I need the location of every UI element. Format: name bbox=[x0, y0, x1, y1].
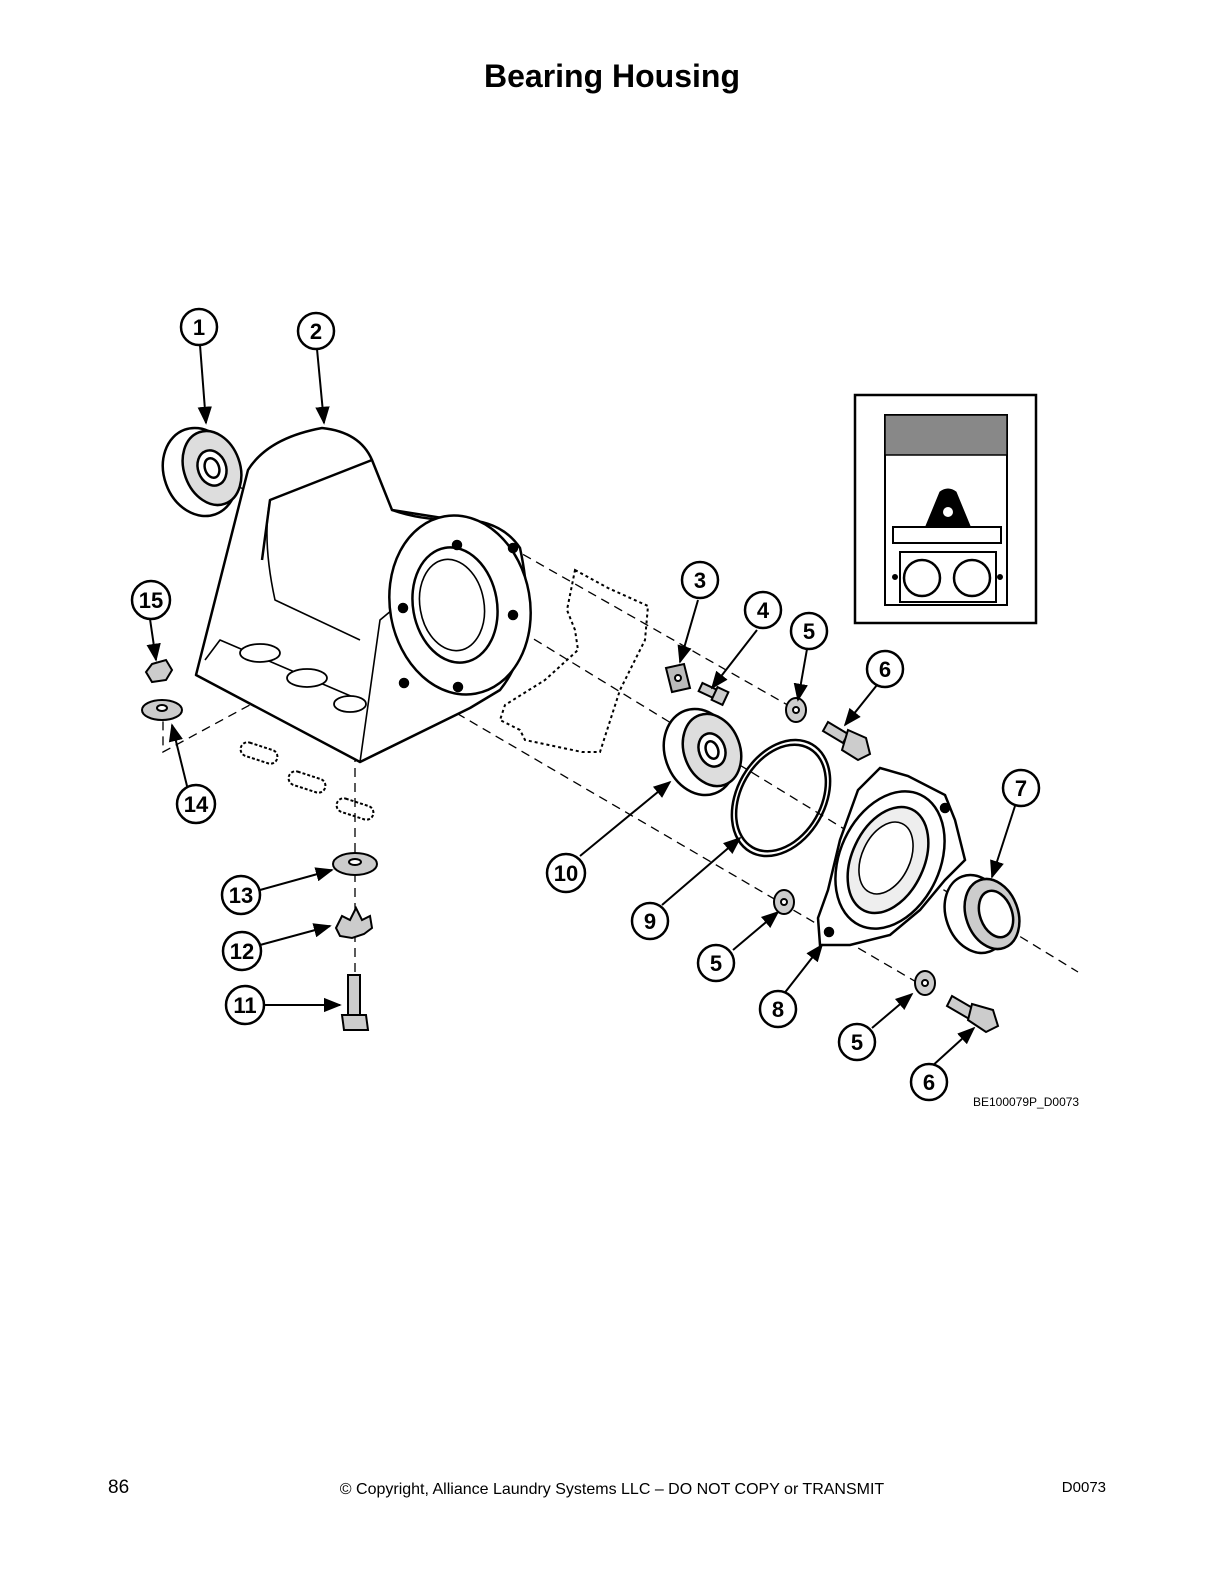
callout-5c: 5 bbox=[837, 1022, 877, 1062]
callout-label: 14 bbox=[184, 792, 209, 817]
washer-part-5b bbox=[773, 889, 795, 915]
washer-part-14 bbox=[141, 699, 183, 721]
page-title: Bearing Housing bbox=[483, 58, 740, 94]
callout-5a: 5 bbox=[789, 611, 829, 651]
callout-label: 2 bbox=[310, 319, 322, 344]
clip-nut-part-3 bbox=[664, 662, 692, 694]
lock-washer-part-12 bbox=[334, 905, 374, 940]
callout-11: 11 bbox=[224, 984, 266, 1026]
bolt-part-11 bbox=[340, 974, 370, 1031]
callout-3: 3 bbox=[680, 560, 720, 600]
bearing-part-10 bbox=[662, 707, 743, 797]
nut-part-15 bbox=[144, 658, 174, 684]
bolt-part-6b bbox=[945, 994, 1000, 1034]
callout-14: 14 bbox=[175, 783, 217, 825]
callout-label: 9 bbox=[644, 909, 656, 934]
callout-4: 4 bbox=[743, 590, 783, 630]
document-code: D0073 bbox=[1061, 1479, 1106, 1496]
seal-part-7 bbox=[943, 873, 1021, 955]
callout-label: 11 bbox=[233, 993, 256, 1018]
callout-label: 12 bbox=[230, 939, 254, 964]
washer-part-13 bbox=[332, 852, 378, 876]
washer-part-5c bbox=[914, 970, 936, 996]
callout-6a: 6 bbox=[865, 649, 905, 689]
callout-label: 4 bbox=[757, 598, 770, 623]
bearing-housing-part-2 bbox=[194, 426, 532, 764]
o-ring-part-9 bbox=[730, 738, 832, 858]
washer-part-5a bbox=[785, 697, 807, 723]
callout-label: 13 bbox=[229, 883, 253, 908]
callout-8: 8 bbox=[758, 989, 798, 1029]
bearing-cover-part-8 bbox=[816, 766, 967, 947]
callout-15: 15 bbox=[130, 579, 172, 621]
callout-label: 6 bbox=[923, 1070, 935, 1095]
callout-2: 2 bbox=[296, 311, 336, 351]
copyright-notice: © Copyright, Alliance Laundry Systems LL… bbox=[339, 1481, 885, 1498]
callout-label: 5 bbox=[851, 1030, 863, 1055]
callout-label: 6 bbox=[879, 657, 891, 682]
callout-13: 13 bbox=[220, 874, 262, 916]
callout-label: 10 bbox=[554, 861, 578, 886]
callout-6b: 6 bbox=[909, 1062, 949, 1102]
page-number: 86 bbox=[108, 1477, 130, 1498]
callout-5b: 5 bbox=[696, 943, 736, 983]
callout-10: 10 bbox=[545, 852, 587, 894]
callout-12: 12 bbox=[221, 930, 263, 972]
figure-id: BE100079P_D0073 bbox=[973, 1095, 1079, 1109]
inset-detail-view bbox=[853, 393, 1038, 625]
callout-label: 7 bbox=[1015, 776, 1027, 801]
callout-9: 9 bbox=[630, 901, 670, 941]
mounting-plate-outline bbox=[498, 568, 650, 753]
screw-part-4 bbox=[697, 681, 730, 707]
callout-1: 1 bbox=[179, 307, 219, 347]
callout-label: 15 bbox=[139, 588, 163, 613]
callout-label: 8 bbox=[772, 997, 784, 1022]
callout-7: 7 bbox=[1001, 768, 1041, 808]
callouts: 1 2 3 4 5 6 7 10 9 5 8 5 6 15 14 13 12 1… bbox=[130, 307, 1041, 1102]
callout-label: 5 bbox=[710, 951, 722, 976]
leader-arrows bbox=[146, 344, 1016, 1069]
callout-label: 5 bbox=[803, 619, 815, 644]
slot-outlines bbox=[239, 741, 375, 821]
callout-label: 1 bbox=[193, 315, 205, 340]
bearing-part-1 bbox=[161, 426, 243, 518]
callout-label: 3 bbox=[694, 568, 706, 593]
bolt-part-6a bbox=[821, 720, 872, 762]
